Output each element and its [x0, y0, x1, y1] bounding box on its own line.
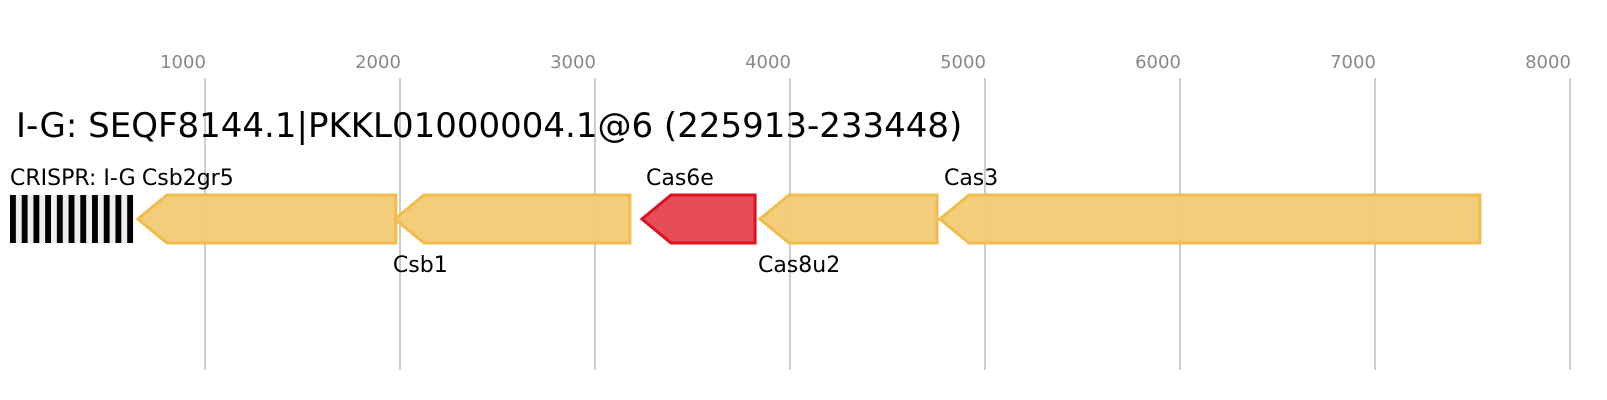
gene-label-csb1: Csb1 [393, 253, 448, 278]
crispr-repeat [45, 195, 52, 243]
tick-label: 7000 [1330, 52, 1376, 73]
gene-label-cas6e: Cas6e [646, 166, 714, 191]
tick-label: 6000 [1135, 52, 1181, 73]
crispr-repeat [127, 195, 134, 243]
crispr-repeat [33, 195, 40, 243]
gene-label-cas3: Cas3 [944, 166, 998, 191]
tick-label: 1000 [160, 52, 206, 73]
gene-cas8u2[interactable] [757, 193, 939, 245]
gene-csb2gr5[interactable] [135, 193, 398, 245]
crispr-repeat [56, 195, 63, 243]
gene-label-csb2gr5: Csb2gr5 [142, 166, 234, 191]
locus-title: I-G: SEQF8144.1|PKKL01000004.1@6 (225913… [16, 106, 962, 146]
gene-label-cas8u2: Cas8u2 [758, 253, 840, 278]
crispr-repeat [103, 195, 110, 243]
tick-label: 2000 [355, 52, 401, 73]
crispr-repeat [92, 195, 98, 243]
gene-cas3[interactable] [937, 193, 1482, 245]
gene-cas6e[interactable] [639, 193, 757, 245]
tick-label: 4000 [745, 52, 791, 73]
crispr-repeat [10, 195, 16, 243]
crispr-repeat [115, 195, 122, 243]
crispr-array [10, 195, 134, 243]
crispr-repeat [68, 195, 75, 243]
crispr-label: CRISPR: I-G [10, 166, 136, 191]
tick-label: 3000 [550, 52, 596, 73]
crispr-repeat [21, 195, 28, 243]
crispr-repeat [80, 195, 87, 243]
gene-csb1[interactable] [392, 193, 632, 245]
tick-label: 8000 [1525, 52, 1571, 73]
tick-label: 5000 [940, 52, 986, 73]
